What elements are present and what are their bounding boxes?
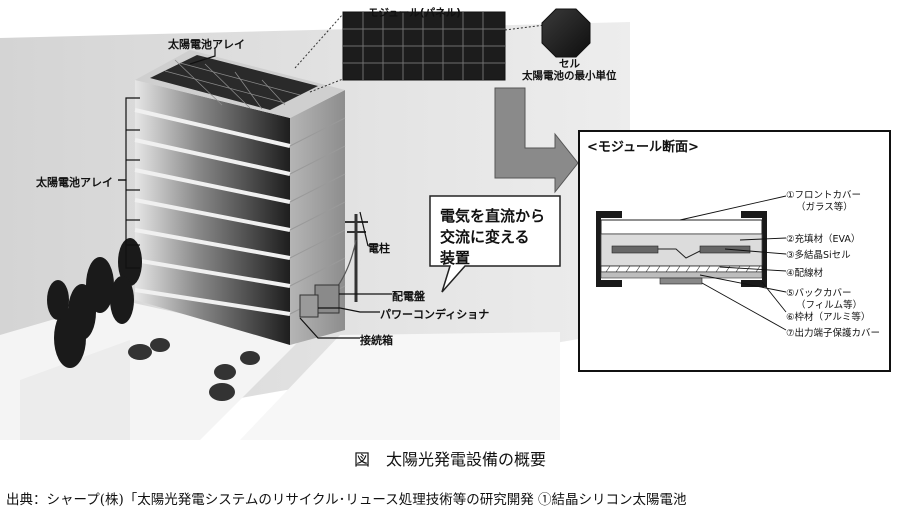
label-cell-description: 太陽電池の最小単位 [522,70,617,82]
label-utility-pole: 電柱 [368,242,390,255]
part-encapsulant: ②充填材（EVA） [786,234,861,245]
label-junction-box: 接続箱 [360,334,393,347]
bubble-line-1: 電気を直流から [440,207,546,225]
part-front-cover: ①フロントカバー [786,190,862,201]
section-title: <モジュール断面> [587,140,699,155]
solar-facility-diagram [0,8,891,440]
label-power-conditioner: パワーコンディショナ [380,308,490,321]
bubble-line-3: 装置 [440,249,471,267]
label-solar-array-top: 太陽電池アレイ [168,38,245,51]
part-back-cover: ⑤バックカバー [786,288,852,299]
module-panel [342,11,506,81]
bubble-text: 電気を直流から 交流に変える 装置 [440,206,552,269]
part-back-cover-note: （フィルム等） [796,300,863,311]
cell-shape [541,8,591,58]
building [134,50,346,345]
label-module: モジュール(パネル) [368,7,461,19]
speech-bubble [429,195,561,293]
roof-solar-array [150,55,318,110]
figure-caption: 図 太陽光発電設備の概要 [353,450,546,469]
part-si-cell: ③多結晶Siセル [786,250,851,261]
part-wiring: ④配線材 [786,268,824,279]
bubble-line-2: 交流に変える [440,228,530,246]
label-solar-array-side: 太陽電池アレイ [36,176,113,189]
array-bracket-lines [118,48,216,269]
label-cell: セル [559,58,580,70]
floor-slabs [134,108,291,316]
part-terminal-cover: ⑦出力端子保護カバー [786,328,881,339]
part-front-cover-note: （ガラス等） [796,202,853,213]
label-distribution-board: 配電盤 [392,290,425,303]
trees [47,238,142,368]
part-frame: ⑥枠材（アルミ等） [786,312,871,323]
shrubs [128,338,260,401]
figure-source: 出典：シャープ(株)「太陽光発電システムのリサイクル･リュース処理技術等の研究開… [6,492,687,508]
section-box [578,130,891,372]
equipment-leader-lines [299,211,392,339]
section-arrow [494,87,579,194]
